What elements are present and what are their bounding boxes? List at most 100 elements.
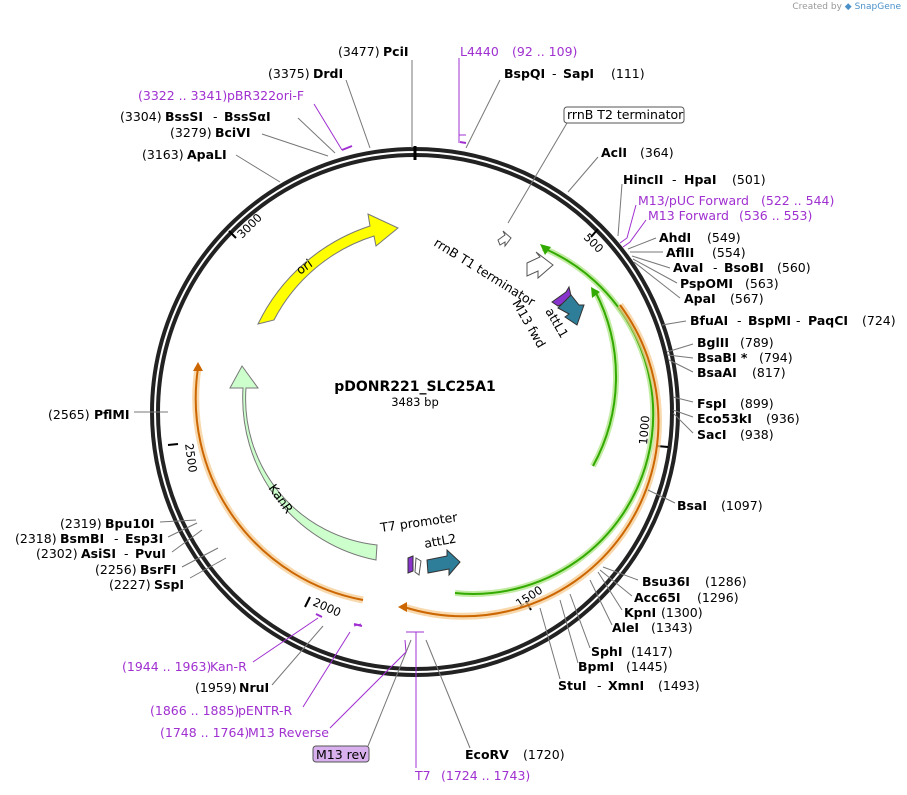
l4440-leader xyxy=(458,58,466,143)
tick-marks xyxy=(167,228,669,611)
bsmbi-leader xyxy=(167,522,198,538)
pentr-range: (1866 .. 1885) xyxy=(150,703,239,718)
bsmbi-pos: (2318) xyxy=(15,531,57,546)
bsrfi-name: BsrFI xyxy=(140,562,176,577)
acc65i-leader xyxy=(599,569,633,597)
avai-dash: - xyxy=(713,260,718,275)
rrnb-t2-box[interactable] xyxy=(563,106,685,124)
bfuai-pos: (724) xyxy=(862,313,896,328)
m13rev-leader xyxy=(367,639,412,747)
attl2-arrow[interactable] xyxy=(426,548,461,577)
acc65i-pos: (1296) xyxy=(697,590,739,605)
plasmid-name: pDONR221_SLC25A1 xyxy=(334,379,496,395)
saci-name: SacI xyxy=(697,427,727,442)
bpu10i-name: Bpu10I xyxy=(105,516,154,531)
orf-green-inner-head xyxy=(591,287,600,298)
fspi-name: FspI xyxy=(697,396,727,411)
bfuai-dash2: - xyxy=(796,313,801,328)
acli-pos: (364) xyxy=(640,145,674,160)
fspi-leader xyxy=(672,396,694,403)
asisi-leader xyxy=(171,529,203,553)
bsu36i-leader xyxy=(602,566,639,581)
kpni-name: KpnI xyxy=(624,605,656,620)
m13f-range: (536 .. 553) xyxy=(739,208,812,223)
apali-name: ApaLI xyxy=(187,147,227,162)
esp3i-name: Esp3I xyxy=(125,531,163,546)
pentr-name: pENTR-R xyxy=(238,703,293,718)
plasmid-length: 3483 bp xyxy=(391,395,439,409)
orf-orange-right[interactable] xyxy=(403,304,660,618)
orf-green-outer[interactable] xyxy=(454,247,655,595)
avai-leader xyxy=(631,255,671,269)
l4440-mark xyxy=(459,141,467,144)
bsssi-dash: - xyxy=(213,109,218,124)
stui-pos: (1493) xyxy=(658,678,700,693)
kanr-primer-name: Kan-R xyxy=(210,659,247,674)
rrnb-t2-arrow[interactable] xyxy=(497,230,512,248)
bpmi-pos: (1445) xyxy=(626,659,668,674)
pbr322-range: (3322 .. 3341) xyxy=(138,88,227,103)
apai-pos: (567) xyxy=(730,291,764,306)
m13f-leader xyxy=(622,219,647,248)
bspqi-pos: (111) xyxy=(611,66,645,81)
ahdi-leader xyxy=(627,237,657,250)
orf-orange-left-head xyxy=(193,362,203,371)
ahdi-name: AhdI xyxy=(659,230,691,245)
bcivi-leader xyxy=(261,133,329,157)
saci-pos: (938) xyxy=(740,427,774,442)
pcii-name: PciI xyxy=(383,44,409,59)
alei-name: AleI xyxy=(612,620,639,635)
credit-brand: SnapGene xyxy=(854,2,901,12)
rrnb-t2-leader xyxy=(507,122,568,224)
avai-name: AvaI xyxy=(673,260,703,275)
backbone-outer xyxy=(150,147,680,677)
rrnb-t2-label: rrnB T2 terminator xyxy=(567,107,684,122)
orf-green-inner[interactable] xyxy=(592,290,617,467)
t7-promoter-primer[interactable] xyxy=(407,555,414,574)
avai-pos: (560) xyxy=(777,260,811,275)
m13f-name: M13 Forward xyxy=(648,208,729,223)
pspomi-pos: (563) xyxy=(745,276,779,291)
orf-green-outer-head xyxy=(540,244,551,255)
m13puc-range: (522 .. 544) xyxy=(761,193,834,208)
m13reverse-range: (1748 .. 1764) xyxy=(160,725,249,740)
l4440-name: L4440 xyxy=(460,44,499,59)
kanr-primer-range: (1944 .. 1963) xyxy=(122,659,211,674)
bsaai-name: BsaAI xyxy=(697,365,737,380)
rrnb-t1-arrow[interactable] xyxy=(526,251,554,280)
eco53ki-name: Eco53kI xyxy=(697,411,752,426)
attl1-arrow[interactable] xyxy=(557,294,585,326)
ori-feature-arrow[interactable] xyxy=(257,213,399,325)
snapgene-credit: Created by ◆ SnapGene xyxy=(792,2,901,12)
pflmi-name: PflMI xyxy=(94,407,130,422)
bfuai-name: BfuAI xyxy=(690,313,728,328)
pflmi-pos: (2565) xyxy=(48,407,90,422)
bfuai-dash1: - xyxy=(737,313,742,328)
sspi-pos: (2227) xyxy=(109,577,151,592)
alei-leader xyxy=(589,579,613,626)
ecorv-pos: (1720) xyxy=(523,747,565,762)
orf-orange-left[interactable] xyxy=(194,367,364,601)
bsai-leader xyxy=(647,489,676,504)
bsu36i-name: Bsu36I xyxy=(642,574,690,589)
bsabi-pos: (794) xyxy=(759,350,793,365)
kpni-pos: (1300) xyxy=(661,605,703,620)
tick-2000: 2000 xyxy=(311,595,343,620)
paqci-name: PaqCI xyxy=(808,313,848,328)
m13-rev-box[interactable] xyxy=(312,745,370,763)
saci-leader xyxy=(672,412,694,434)
bsaai-leader xyxy=(668,359,694,373)
kanr-feature-arrow[interactable] xyxy=(229,365,378,561)
bsabi-leader xyxy=(667,354,694,359)
aflii-pos: (554) xyxy=(712,245,746,260)
m13puc-name: M13/pUC Forward xyxy=(638,193,749,208)
drdi-leader xyxy=(345,79,371,149)
l4440-range: (92 .. 109) xyxy=(512,44,577,59)
bspqi-leader xyxy=(465,79,501,149)
t7-promoter-arrow[interactable] xyxy=(414,557,422,576)
bsrfi-pos: (2256) xyxy=(95,562,137,577)
t7-primer-range: (1724 .. 1743) xyxy=(441,768,530,783)
bsai-name: BsaI xyxy=(677,498,707,513)
bpu10i-pos: (2319) xyxy=(60,516,102,531)
eco53ki-leader xyxy=(672,409,694,418)
